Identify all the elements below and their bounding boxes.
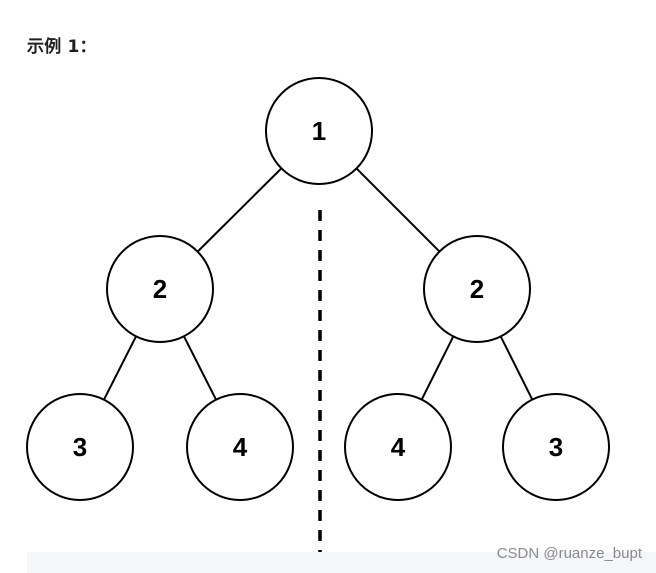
node-circle <box>265 77 373 185</box>
edge-left-to-left-right <box>183 335 217 401</box>
tree-edges <box>103 167 534 401</box>
node-circle <box>106 235 214 343</box>
edge-right-to-right-right <box>499 335 534 401</box>
watermark: CSDN @ruanze_bupt <box>496 545 642 562</box>
tree-node-left-left: 3 <box>26 393 134 501</box>
tree-node-left-right: 4 <box>186 393 294 501</box>
node-label: 1 <box>312 116 326 146</box>
node-circle <box>344 393 452 501</box>
node-circle <box>423 235 531 343</box>
tree-node-left: 2 <box>106 235 214 343</box>
node-label: 3 <box>73 432 87 462</box>
tree-node-right: 2 <box>423 235 531 343</box>
code-block-background <box>27 552 656 573</box>
node-label: 3 <box>549 432 563 462</box>
edge-right-to-right-left <box>420 335 455 401</box>
node-circle <box>502 393 610 501</box>
tree-node-right-left: 4 <box>344 393 452 501</box>
node-circle <box>26 393 134 501</box>
tree-node-root: 1 <box>265 77 373 185</box>
node-label: 4 <box>391 432 406 462</box>
node-label: 2 <box>153 274 167 304</box>
edge-root-to-left <box>196 167 283 253</box>
node-label: 2 <box>470 274 484 304</box>
node-circle <box>186 393 294 501</box>
edge-left-to-left-left <box>103 335 137 401</box>
tree-nodes: 1 2 2 3 4 4 3 <box>26 77 610 501</box>
node-label: 4 <box>233 432 248 462</box>
edge-root-to-right <box>355 167 441 253</box>
tree-node-right-right: 3 <box>502 393 610 501</box>
example-heading: 示例 1： <box>27 37 97 57</box>
